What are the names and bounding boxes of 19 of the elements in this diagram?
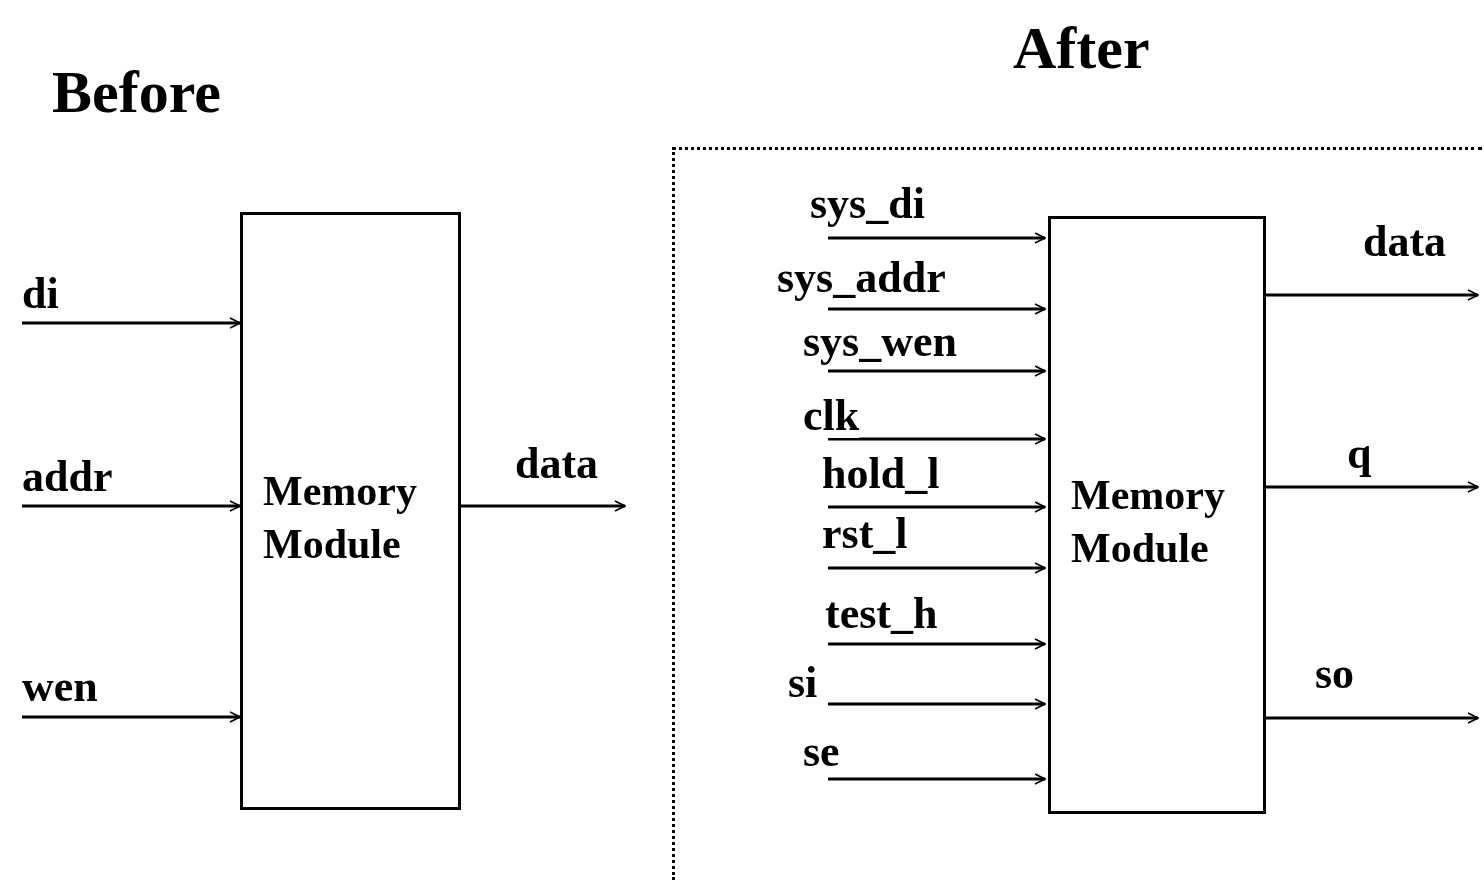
signal-arrow xyxy=(828,501,1046,513)
module-box xyxy=(1048,216,1266,814)
signal-arrow xyxy=(828,562,1046,574)
signal-arrow xyxy=(828,365,1046,377)
signal-arrow xyxy=(22,711,241,723)
signal-arrow xyxy=(828,773,1046,785)
signal-arrow xyxy=(828,638,1046,650)
signal-arrow xyxy=(828,698,1046,710)
signal-arrow xyxy=(22,500,241,512)
signal-arrow xyxy=(461,500,626,512)
signal-arrow xyxy=(828,303,1046,315)
signal-arrow xyxy=(22,317,241,329)
section-heading: After xyxy=(1013,18,1150,78)
signal-arrow xyxy=(1263,481,1479,493)
signal-arrow xyxy=(828,433,1046,445)
signal-arrow xyxy=(828,232,1046,244)
signal-arrow xyxy=(1263,289,1479,301)
signal-arrow xyxy=(1263,712,1479,724)
module-box xyxy=(240,212,461,810)
